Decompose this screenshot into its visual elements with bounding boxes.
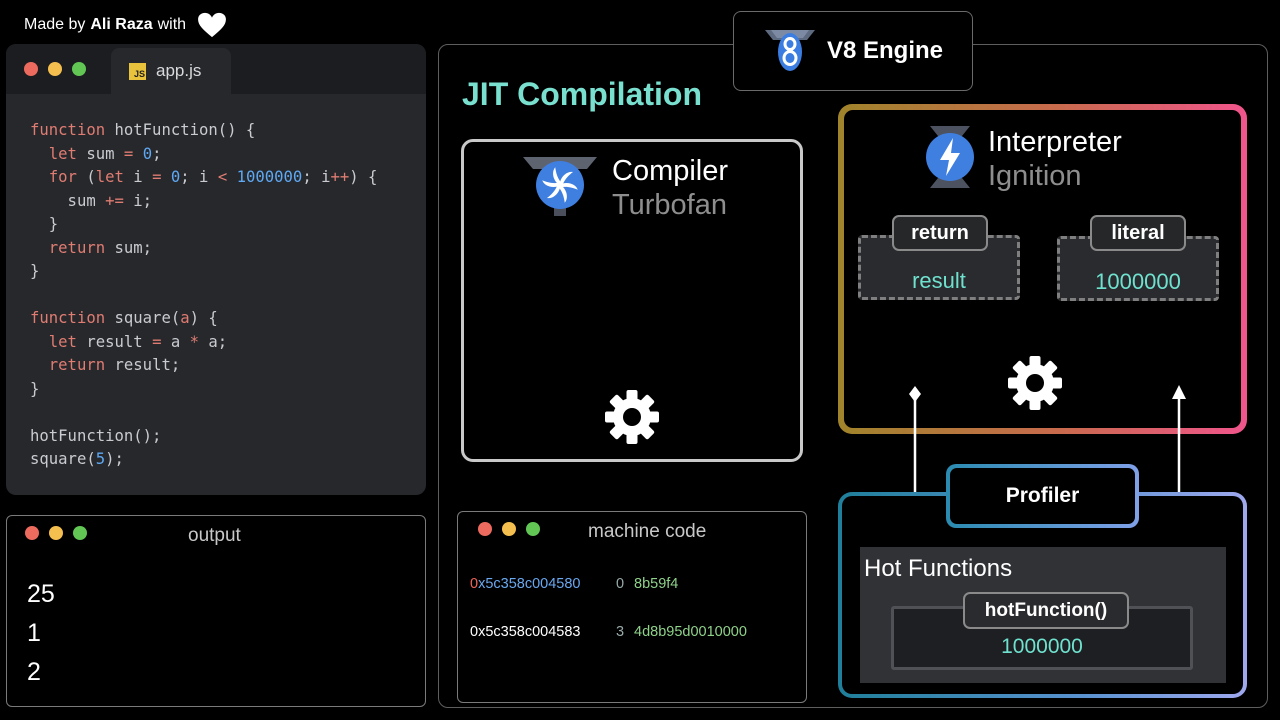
compiler-name: Compiler xyxy=(612,155,729,187)
close-button[interactable] xyxy=(24,62,38,76)
window-controls xyxy=(24,62,86,76)
js-file-icon: JS xyxy=(129,62,146,80)
code-line: let sum = 0; xyxy=(48,144,162,163)
register-value: 1000000 xyxy=(1095,269,1181,294)
output-lines: 25 1 2 xyxy=(27,575,55,692)
code-content[interactable]: function hotFunction() { let sum = 0; fo… xyxy=(30,119,377,472)
register-slot-return: result xyxy=(858,235,1020,300)
credit-author: Ali Raza xyxy=(90,16,153,33)
credit-line: Made by Ali Raza with xyxy=(24,12,227,38)
profiler-title: Profiler xyxy=(950,468,1135,524)
engine-title-box: V8 Engine xyxy=(733,11,973,91)
code-line: for (let i = 0; i < 1000000; i++) { xyxy=(48,168,378,186)
compiler-label: Compiler Turbofan xyxy=(612,154,728,222)
code-line: let result = a * a; xyxy=(48,332,228,351)
maximize-button[interactable] xyxy=(73,526,87,540)
output-line: 1 xyxy=(27,619,41,647)
interpreter-name: Interpreter xyxy=(988,126,1122,158)
machine-code-row: 0x5c358c004580 0 8b59f4 xyxy=(470,576,679,592)
code-line: } xyxy=(30,379,40,398)
hot-function-name: hotFunction() xyxy=(963,592,1129,629)
close-button[interactable] xyxy=(25,526,39,540)
hot-function-count: 1000000 xyxy=(1001,635,1083,658)
credit-prefix: Made by xyxy=(24,16,86,33)
output-title: output xyxy=(188,525,241,546)
interpreter-gear-icon xyxy=(1008,356,1062,410)
compiler-box xyxy=(461,139,803,462)
code-line: return sum; xyxy=(48,238,153,257)
turbofan-logo-icon xyxy=(523,157,597,216)
hot-functions-panel: Hot Functions 1000000 hotFunction() xyxy=(860,547,1226,683)
code-line: } xyxy=(30,215,59,233)
register-key-literal: literal xyxy=(1090,215,1186,251)
minimize-button[interactable] xyxy=(48,62,62,76)
interpreter-label: Interpreter Ignition xyxy=(988,125,1122,193)
minimize-button[interactable] xyxy=(49,526,63,540)
v8-logo-icon xyxy=(764,30,815,71)
code-line: sum += i; xyxy=(30,191,153,210)
compiler-gear-icon xyxy=(605,390,659,444)
window-controls xyxy=(25,526,87,540)
code-editor: JS app.js function hotFunction() { let s… xyxy=(6,44,426,495)
compiler-subname: Turbofan xyxy=(612,189,727,221)
hot-function-slot: 1000000 xyxy=(891,606,1193,670)
maximize-button[interactable] xyxy=(526,522,540,536)
output-panel: output 25 1 2 xyxy=(6,515,426,707)
code-line: return result; xyxy=(48,356,181,374)
output-line: 25 xyxy=(27,580,55,608)
maximize-button[interactable] xyxy=(72,62,86,76)
file-tab-app-js[interactable]: JS app.js xyxy=(111,48,231,94)
code-line: square(5); xyxy=(30,450,124,468)
ignition-logo-icon xyxy=(926,126,974,188)
hot-functions-title: Hot Functions xyxy=(864,555,1013,582)
code-line: function square(a) { xyxy=(30,309,218,327)
profiler-title-box: Profiler xyxy=(946,464,1139,528)
jit-compilation-title: JIT Compilation xyxy=(462,76,702,112)
interpreter-subname: Ignition xyxy=(988,160,1082,192)
register-key-return: return xyxy=(892,215,988,251)
engine-title: V8 Engine xyxy=(826,37,944,64)
minimize-button[interactable] xyxy=(502,522,516,536)
machine-code-row: 0x5c358c004583 3 4d8b95d0010000 xyxy=(470,624,747,640)
output-line: 2 xyxy=(27,658,41,686)
window-controls xyxy=(478,522,540,536)
credit-suffix: with xyxy=(157,16,187,33)
close-button[interactable] xyxy=(478,522,492,536)
heart-icon xyxy=(198,12,227,38)
register-value: result xyxy=(912,268,966,293)
machine-code-panel: machine code 0x5c358c004580 0 8b59f4 0x5… xyxy=(457,511,807,703)
code-line: function hotFunction() { xyxy=(30,121,256,139)
file-tab-label: app.js xyxy=(156,61,202,80)
code-line: } xyxy=(30,262,40,280)
code-line: hotFunction(); xyxy=(30,426,162,445)
machine-code-title: machine code xyxy=(588,521,707,542)
editor-titlebar: JS app.js xyxy=(6,44,426,94)
